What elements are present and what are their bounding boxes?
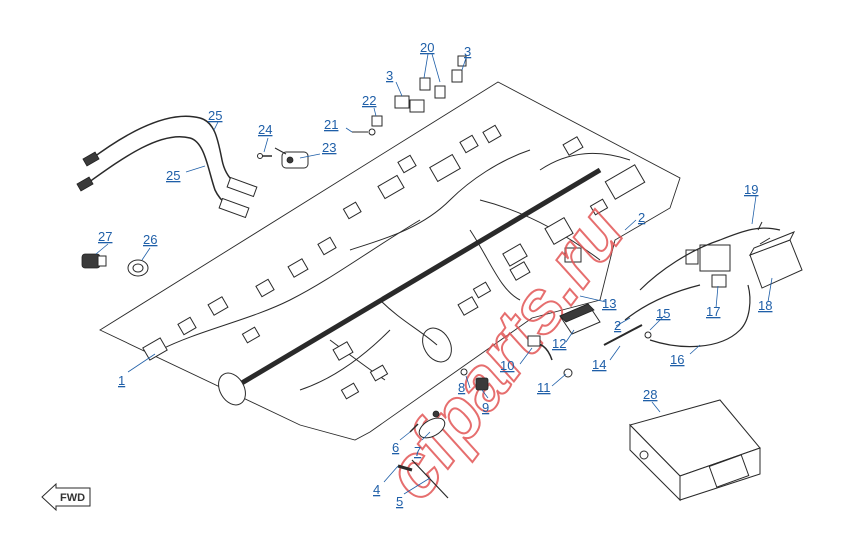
part-22-relay (371, 115, 383, 127)
forward-direction-marker: FWD (41, 482, 91, 512)
harness-tray-outline (99, 81, 681, 441)
top-relays (394, 55, 467, 113)
callout-22: 22 (362, 93, 376, 108)
callout-3-left: 3 (386, 68, 393, 83)
callout-25-upper: 25 (208, 108, 222, 123)
callout-16: 16 (670, 352, 684, 367)
forward-marker-text: FWD (60, 492, 85, 504)
callout-23: 23 (322, 140, 336, 155)
part-7-bracket (418, 410, 446, 439)
callout-15: 15 (656, 306, 670, 321)
callout-10: 10 (500, 358, 514, 373)
battery-cables (624, 221, 781, 348)
callout-19: 19 (744, 182, 758, 197)
part-9-connector (475, 377, 489, 391)
callout-24: 24 (258, 122, 272, 137)
callout-26: 26 (143, 232, 157, 247)
part-23-sensor (274, 147, 309, 169)
callout-leaders (95, 53, 773, 495)
callout-numbers: 1 2 2 3 3 4 5 6 7 8 9 10 11 12 13 14 15 … (98, 40, 772, 509)
callout-28: 28 (643, 387, 657, 402)
callout-5: 5 (396, 494, 403, 509)
callout-2-lower: 2 (614, 318, 621, 333)
part-26-clip (127, 259, 149, 277)
callout-14: 14 (592, 357, 606, 372)
callout-3-right: 3 (464, 44, 471, 59)
part-28-ecu (629, 399, 761, 502)
oxygen-sensors (76, 115, 258, 219)
part-14-ground-strap (603, 324, 652, 346)
callout-1: 1 (118, 373, 125, 388)
callout-25-lower: 25 (166, 168, 180, 183)
watermark-text: cfparts.ru (368, 191, 640, 514)
watermark: cfparts.ru (367, 190, 641, 515)
main-wiring-harness (159, 149, 631, 406)
callout-12: 12 (552, 336, 566, 351)
callout-11: 11 (537, 380, 551, 395)
part-5-tie-strap (411, 459, 449, 499)
callout-8: 8 (458, 380, 465, 395)
callout-21: 21 (324, 117, 338, 132)
part-4-cable-tie (397, 464, 413, 472)
part-6-screw (409, 423, 419, 433)
callout-9: 9 (482, 400, 489, 415)
part-27-sensor (81, 253, 107, 269)
callout-4: 4 (373, 482, 380, 497)
part-24-bolt (257, 153, 272, 159)
callout-27: 27 (98, 229, 112, 244)
callout-18: 18 (758, 298, 772, 313)
battery (748, 231, 803, 289)
callout-13: 13 (602, 296, 616, 311)
callout-17: 17 (706, 304, 720, 319)
callout-6: 6 (392, 440, 399, 455)
part-11-bolt (563, 368, 573, 378)
callout-2-upper: 2 (638, 210, 645, 225)
harness-connectors (142, 124, 646, 400)
callout-7: 7 (414, 444, 421, 459)
part-10-sensor (527, 335, 553, 361)
callout-20: 20 (420, 40, 434, 55)
part-21-relay-clip (352, 128, 376, 136)
part-12-regulator (559, 303, 601, 335)
part-8-grommet (460, 368, 468, 376)
